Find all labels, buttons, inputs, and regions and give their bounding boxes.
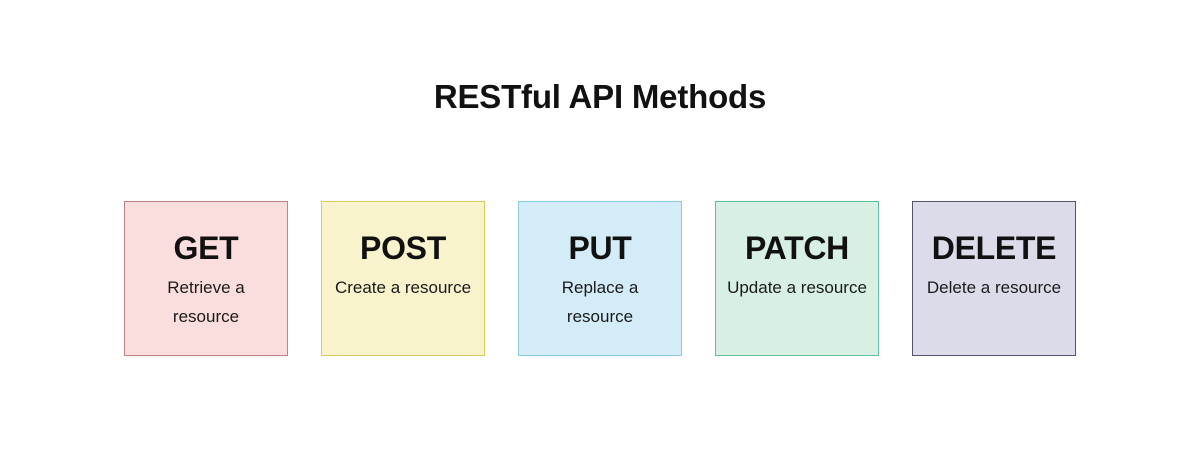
page-title: RESTful API Methods xyxy=(433,78,767,115)
method-description-get: Retrieve a resource xyxy=(167,278,245,326)
method-card-post[interactable]: POST Create a resource xyxy=(321,201,485,356)
method-name-post: POST xyxy=(360,230,446,266)
method-description-post: Create a resource xyxy=(334,278,472,297)
method-description-patch: Update a resource xyxy=(727,278,867,297)
method-name-put: PUT xyxy=(568,230,632,266)
method-description-put: Replace a resource xyxy=(561,278,639,326)
method-name-get: GET xyxy=(173,230,239,266)
method-card-patch[interactable]: PATCH Update a resource xyxy=(715,201,879,356)
method-card-put[interactable]: PUT Replace a resource xyxy=(518,201,682,356)
method-name-patch: PATCH xyxy=(745,230,849,266)
method-name-delete: DELETE xyxy=(931,230,1057,266)
method-cards-row: GET Retrieve a resource POST Create a re… xyxy=(124,201,1076,356)
method-description-delete: Delete a resource xyxy=(926,278,1062,297)
method-card-get[interactable]: GET Retrieve a resource xyxy=(124,201,288,356)
method-card-delete[interactable]: DELETE Delete a resource xyxy=(912,201,1076,356)
